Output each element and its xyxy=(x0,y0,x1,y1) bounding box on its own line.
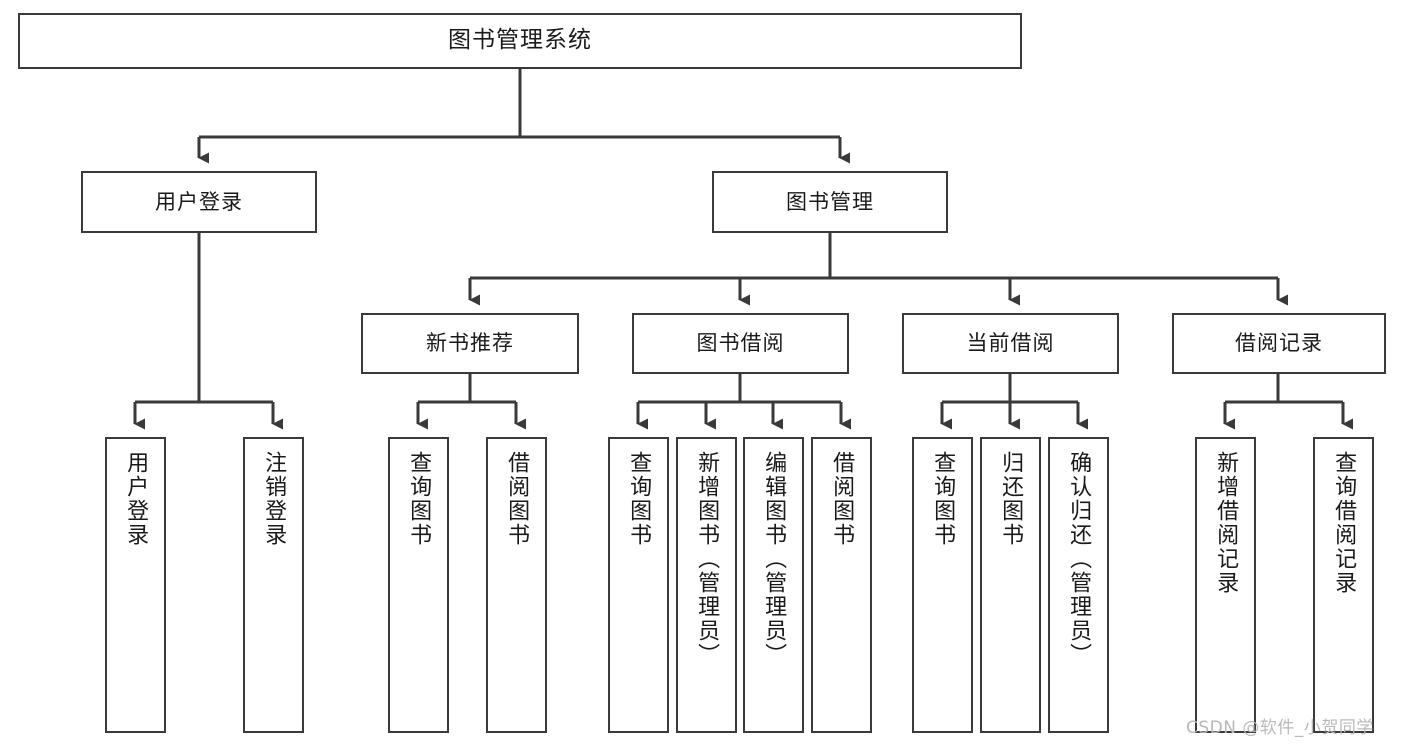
node-root-system[interactable]: 图书管理系统 xyxy=(18,13,1022,69)
node-label: 注销登录 xyxy=(261,451,287,547)
node-label: 图书借阅 xyxy=(696,331,785,356)
node-borrow-record[interactable]: 借阅记录 xyxy=(1172,313,1386,374)
leaf-logout-login[interactable]: 注销登录 xyxy=(243,437,304,733)
node-label: 新增借阅记录 xyxy=(1213,451,1239,595)
node-book-borrow[interactable]: 图书借阅 xyxy=(632,313,849,374)
leaf-query-book-1[interactable]: 查询图书 xyxy=(388,437,449,733)
leaf-add-book-admin[interactable]: 新增图书（管理员） xyxy=(676,437,737,733)
node-label: 新增图书（管理员） xyxy=(694,451,720,667)
leaf-borrow-book-2[interactable]: 借阅图书 xyxy=(811,437,872,733)
node-label: 查询借阅记录 xyxy=(1331,451,1357,595)
leaf-confirm-return-admin[interactable]: 确认归还（管理员） xyxy=(1048,437,1109,733)
node-label: 用户登录 xyxy=(155,189,243,214)
leaf-return-book[interactable]: 归还图书 xyxy=(980,437,1041,733)
node-label: 查询图书 xyxy=(626,451,652,547)
leaf-add-borrow-record[interactable]: 新增借阅记录 xyxy=(1195,437,1256,733)
node-label: 借阅记录 xyxy=(1235,331,1323,356)
leaf-borrow-book-1[interactable]: 借阅图书 xyxy=(486,437,547,733)
leaf-user-login[interactable]: 用户登录 xyxy=(105,437,166,733)
node-label: 查询图书 xyxy=(406,451,432,547)
node-new-book-recommend[interactable]: 新书推荐 xyxy=(361,313,579,374)
node-user-login[interactable]: 用户登录 xyxy=(81,171,317,233)
node-book-manage[interactable]: 图书管理 xyxy=(712,171,948,233)
node-label: 新书推荐 xyxy=(426,331,514,356)
node-label: 借阅图书 xyxy=(504,451,530,547)
node-label: 归还图书 xyxy=(998,451,1024,547)
node-current-borrow[interactable]: 当前借阅 xyxy=(902,313,1119,374)
node-label: 编辑图书（管理员） xyxy=(761,451,787,667)
node-label: 借阅图书 xyxy=(829,451,855,547)
node-label: 确认归还（管理员） xyxy=(1066,451,1092,667)
node-label: 图书管理 xyxy=(786,189,874,214)
node-label: 图书管理系统 xyxy=(448,27,592,54)
csdn-watermark: CSDN @软件_小贺同学 xyxy=(1186,718,1374,738)
leaf-query-borrow-record[interactable]: 查询借阅记录 xyxy=(1313,437,1374,733)
node-label: 用户登录 xyxy=(123,451,149,547)
leaf-query-book-2[interactable]: 查询图书 xyxy=(608,437,669,733)
node-label: 当前借阅 xyxy=(966,331,1055,356)
node-label: 查询图书 xyxy=(930,451,956,547)
leaf-query-book-3[interactable]: 查询图书 xyxy=(912,437,973,733)
leaf-edit-book-admin[interactable]: 编辑图书（管理员） xyxy=(743,437,804,733)
